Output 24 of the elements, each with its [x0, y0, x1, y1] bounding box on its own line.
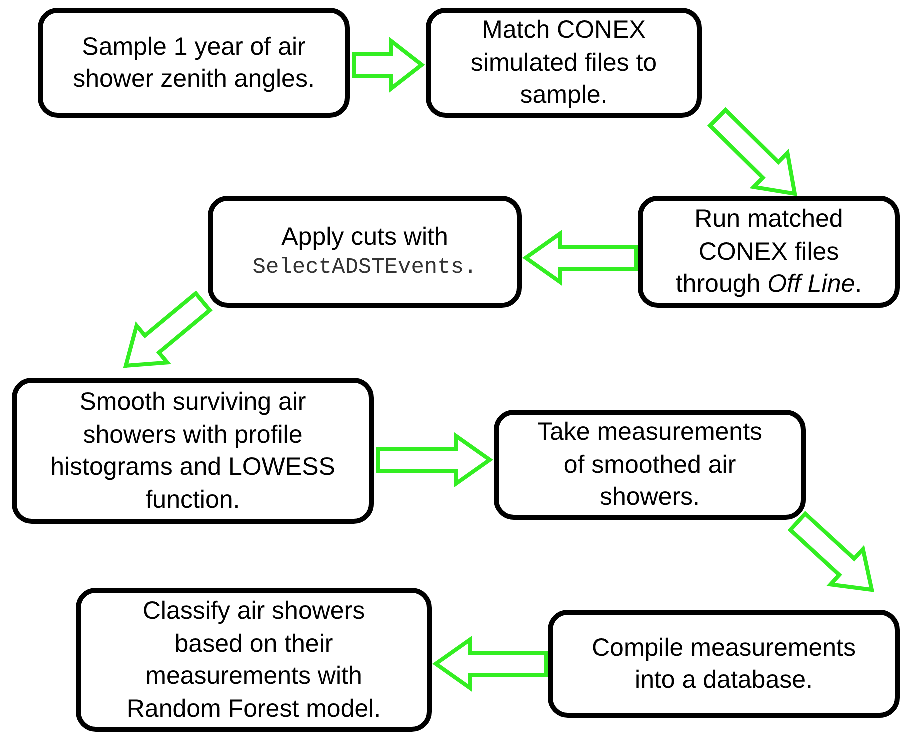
- step-text: Smooth surviving air showers with profile histograms and LOWESS function.: [50, 387, 336, 516]
- step-text: Compile measurements into a database.: [591, 632, 857, 696]
- step-text: Match CONEX simulated files to sample.: [470, 15, 658, 112]
- process-box: [76, 588, 432, 732]
- process-box: [208, 196, 522, 308]
- step-text: Take measurements of smoothed air showers.: [536, 417, 764, 514]
- block-arrow: [123, 290, 213, 368]
- process-box: [12, 378, 374, 524]
- step-text: Apply cuts with: [282, 222, 448, 254]
- block-arrow: [707, 107, 798, 196]
- process-box: [426, 8, 702, 118]
- block-arrow: [376, 432, 494, 488]
- process-box: [494, 410, 806, 520]
- block-arrow: [432, 636, 548, 692]
- step-text: Sample 1 year of air shower zenith angles.: [72, 32, 316, 95]
- process-box: [38, 8, 350, 118]
- block-arrow: [522, 230, 638, 286]
- code-text: SelectADSTEvents.: [252, 254, 478, 282]
- process-box: [638, 196, 900, 308]
- block-arrow: [352, 36, 426, 94]
- step-text: Classify air showers based on their measurements with Random Forest model.: [126, 596, 382, 724]
- step-text: Run matched CONEX files through Off Line.: [674, 204, 864, 300]
- process-box: [548, 610, 900, 718]
- block-arrow: [788, 511, 875, 592]
